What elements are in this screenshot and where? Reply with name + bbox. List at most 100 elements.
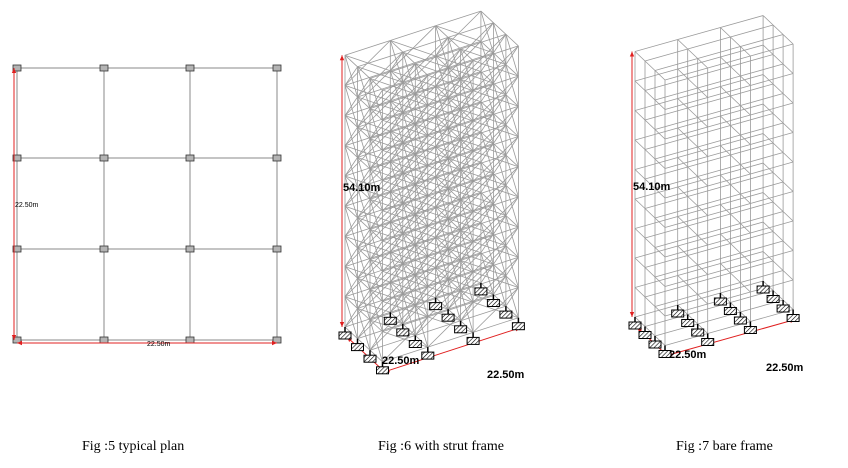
strut-brace: [389, 281, 404, 325]
frame-beam: [634, 198, 646, 209]
frame-beam: [654, 306, 666, 317]
frame-beam: [740, 211, 784, 224]
strut-brace: [390, 70, 436, 87]
frame-beam: [644, 237, 656, 248]
support-base: [396, 328, 410, 337]
strut-brace: [402, 82, 416, 125]
strut-brace: [402, 51, 416, 95]
strut-brace: [435, 237, 449, 280]
strut-frame-members: [344, 10, 519, 363]
column-support: [99, 336, 109, 344]
strut-brace: [357, 217, 403, 234]
frame-beam: [644, 196, 688, 209]
frame-beam: [369, 93, 416, 109]
strut-brace: [344, 296, 391, 313]
strut-brace: [402, 263, 416, 306]
bare-frame-figure: 54.10m 22.50m 22.50m: [628, 15, 804, 374]
frame-beam: [480, 10, 494, 23]
strut-brace: [402, 142, 416, 185]
support-base: [338, 331, 352, 340]
strut-brace: [382, 119, 428, 137]
frame-beam: [427, 301, 474, 318]
strut-brace: [460, 169, 507, 186]
support-base: [743, 326, 757, 334]
frame-beam: [447, 82, 494, 99]
frame-beam: [740, 34, 784, 47]
strut-brace: [435, 206, 482, 223]
strut-brace: [344, 175, 391, 192]
strut-brace: [357, 157, 371, 200]
strut-brace: [493, 143, 507, 186]
frame-beam: [447, 37, 461, 50]
strut-brace: [447, 157, 494, 175]
frame-beam: [357, 112, 403, 128]
strut-brace: [447, 248, 494, 265]
strut-brace: [472, 241, 519, 258]
frame-beam: [402, 67, 449, 83]
strut-brace: [357, 247, 371, 290]
frame-beam: [344, 40, 391, 56]
strut-brace: [369, 78, 416, 95]
frame-beam: [447, 173, 494, 189]
frame-beam: [720, 103, 764, 117]
frame-beam: [730, 172, 774, 185]
frame-beam: [740, 164, 751, 175]
strut-brace: [460, 199, 507, 216]
frame-beam: [707, 232, 751, 246]
frame-beam: [415, 139, 461, 155]
strut-brace: [389, 191, 404, 234]
strut-brace: [472, 150, 519, 168]
frame-beam: [654, 276, 666, 287]
strut-brace: [435, 267, 449, 310]
frame-beam: [447, 218, 461, 231]
frame-beam: [677, 56, 721, 70]
frame-beam: [634, 98, 678, 111]
frame-beam: [740, 46, 751, 57]
strut-brace: [472, 120, 519, 137]
strut-brace: [460, 109, 507, 126]
support-base: [733, 316, 747, 325]
frame-beam: [390, 40, 404, 53]
strut-brace: [460, 169, 474, 212]
strut-brace: [389, 70, 404, 113]
frame-beam: [460, 33, 507, 50]
strut-brace: [402, 112, 449, 129]
strut-brace: [460, 79, 474, 122]
frame-beam: [772, 113, 784, 124]
strut-brace: [390, 100, 436, 117]
frame-beam: [772, 142, 784, 153]
support-base: [474, 287, 488, 296]
frame-beam: [644, 267, 656, 278]
strut-frame-figure: 54.10m 22.50m 22.50m: [338, 10, 525, 381]
frame-beam: [402, 127, 449, 144]
strut-brace: [402, 293, 416, 336]
frame-beam: [357, 277, 371, 291]
frame-beam: [750, 43, 794, 57]
support-base: [638, 331, 652, 339]
strut-brace: [402, 112, 416, 155]
strut-brace: [480, 101, 494, 144]
frame-beam: [634, 51, 646, 62]
support-base: [628, 321, 642, 330]
frame-beam: [772, 231, 784, 242]
support-base: [486, 299, 500, 307]
strut-brace: [389, 40, 404, 83]
strut-brace: [505, 154, 519, 198]
frame-beam: [687, 255, 698, 266]
strut-brace: [369, 168, 416, 185]
strut-brace: [390, 130, 436, 147]
strut-brace: [369, 108, 383, 151]
strut-brace: [435, 116, 449, 159]
strut-brace: [357, 308, 371, 351]
strut-brace: [447, 188, 461, 231]
frame-beam: [687, 166, 698, 177]
frame-beam: [654, 235, 698, 248]
frame-beam: [664, 67, 708, 81]
strut-brace: [480, 131, 494, 174]
frame-beam: [730, 201, 774, 215]
frame-beam: [664, 126, 708, 140]
support-base: [421, 351, 435, 360]
frame-beam: [505, 124, 519, 137]
frame-beam: [677, 174, 721, 188]
